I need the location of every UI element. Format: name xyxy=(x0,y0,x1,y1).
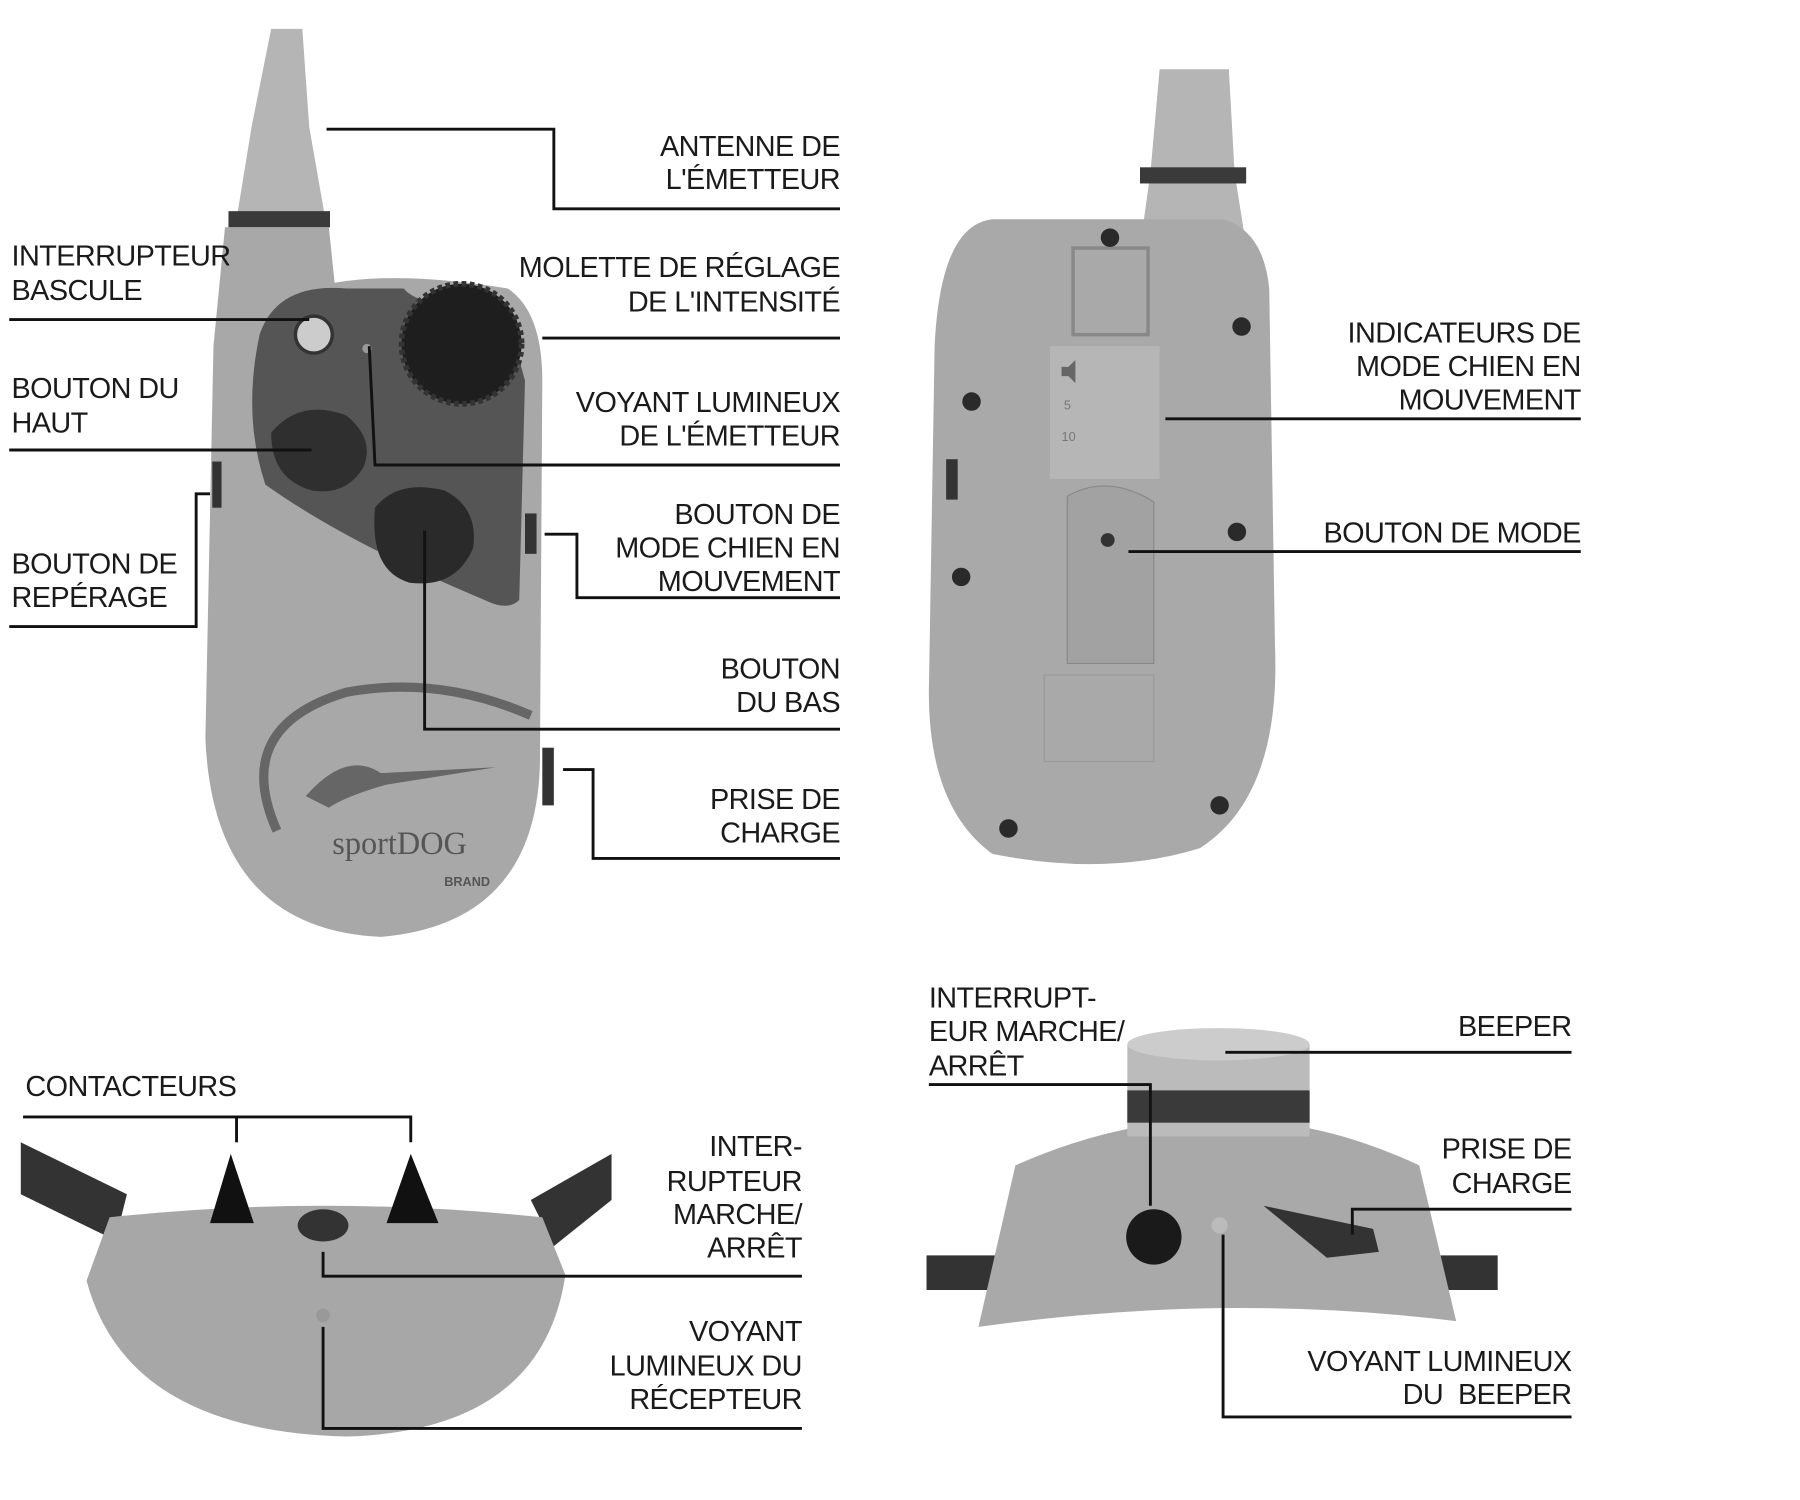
label-contacts: CONTACTEURS xyxy=(25,1071,236,1103)
side-button xyxy=(946,459,958,500)
collar-strap-left xyxy=(20,1142,127,1241)
logo-dog xyxy=(305,765,497,808)
charge-port xyxy=(542,747,554,806)
contact-left xyxy=(210,1153,254,1224)
top-button[interactable] xyxy=(271,409,367,492)
logo-subtext: BRAND xyxy=(444,875,490,889)
back-antenna-ring xyxy=(1140,167,1247,184)
beeper-led xyxy=(1211,1217,1228,1234)
antenna-ring xyxy=(228,211,330,228)
transmitter-front: sportDOG BRAND xyxy=(205,28,554,937)
leader-lines xyxy=(9,127,1581,1430)
receiver-collar xyxy=(20,1142,612,1437)
logo-text: sportDOG xyxy=(332,825,467,861)
receiver-led xyxy=(316,1308,330,1323)
mode-button[interactable] xyxy=(1100,533,1115,547)
contact-right xyxy=(386,1153,439,1224)
belt-clip xyxy=(1066,485,1155,665)
indicator-5: 5 xyxy=(1064,399,1071,413)
logo-swoosh xyxy=(259,682,533,833)
label-mode-button: BOUTON DE MODE xyxy=(1323,517,1580,549)
beeper-band xyxy=(1127,1090,1310,1123)
run-mode-button[interactable] xyxy=(525,513,537,554)
beeper-charge-port xyxy=(1263,1205,1379,1258)
screws xyxy=(951,228,1251,838)
battery-plate xyxy=(1043,674,1155,763)
collar-strap-right xyxy=(530,1153,612,1247)
beeper-power-switch[interactable] xyxy=(1126,1209,1182,1265)
toggle-switch[interactable] xyxy=(293,314,335,355)
locate-button[interactable] xyxy=(212,461,222,508)
beeper-unit xyxy=(926,1028,1498,1327)
indicator-10: 10 xyxy=(1062,430,1076,444)
label-beeper: BEEPER xyxy=(1458,1011,1572,1043)
clip-slot xyxy=(1071,246,1150,337)
label-beeper-switch: INTERRUPT-EUR MARCHE/ARRÊT xyxy=(929,982,1126,1082)
transmitter-back: 5 10 xyxy=(928,69,1276,865)
run-icon xyxy=(1061,360,1076,384)
transmitter-antenna xyxy=(236,28,326,220)
intensity-dial[interactable] xyxy=(398,280,525,407)
beeper-top xyxy=(1127,1028,1310,1061)
receiver-power-switch[interactable] xyxy=(297,1209,349,1242)
back-antenna xyxy=(1142,69,1244,231)
